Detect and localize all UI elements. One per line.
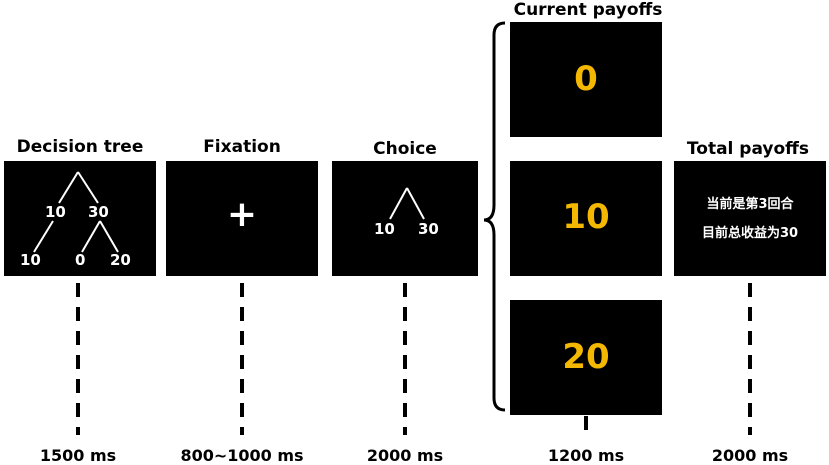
choice-screen: 10 30: [332, 161, 478, 276]
choice-branches: [389, 187, 425, 220]
fixation-cross: +: [226, 194, 258, 235]
payoff-value-20: 20: [562, 337, 610, 377]
decision-tree-branches: [33, 171, 119, 253]
payoff-value-10: 10: [562, 197, 610, 237]
total-payoffs-timeline: [748, 283, 752, 435]
choice-left-value: 10: [374, 220, 395, 238]
decision-tree-title: Decision tree: [16, 137, 144, 157]
decision-tree-duration: 1500 ms: [39, 446, 117, 465]
tree-bottom-middle-value: 0: [75, 251, 86, 269]
payoff-screen-0: 0: [510, 22, 662, 137]
payoff-screen-10: 10: [510, 161, 662, 276]
decision-tree-timeline: [76, 283, 80, 435]
total-earnings-text: 目前总收益为30: [701, 226, 799, 241]
fixation-screen: +: [166, 161, 318, 276]
fixation-title: Fixation: [203, 137, 281, 157]
total-payoffs-screen: 当前是第3回合 目前总收益为30: [674, 161, 826, 276]
choice-title: Choice: [373, 139, 437, 159]
total-payoffs-duration: 2000 ms: [711, 446, 789, 465]
choice-right-value: 30: [418, 220, 439, 238]
payoffs-timeline: [584, 416, 588, 436]
tree-top-right-value: 30: [88, 203, 109, 221]
tree-bottom-left-value: 10: [20, 251, 41, 269]
current-payoffs-title: Current payoffs: [513, 0, 663, 20]
decision-tree-screen: 10 30 10 0 20: [4, 161, 156, 276]
round-text: 当前是第3回合: [706, 197, 794, 212]
total-payoffs-title: Total payoffs: [686, 139, 810, 159]
tree-top-left-value: 10: [45, 203, 66, 221]
payoffs-duration: 1200 ms: [547, 446, 625, 465]
fixation-timeline: [240, 283, 244, 435]
tree-bottom-right-value: 20: [110, 251, 131, 269]
payoff-screen-20: 20: [510, 300, 662, 415]
payoff-value-0: 0: [574, 59, 598, 99]
choice-timeline: [403, 283, 407, 435]
choice-duration: 2000 ms: [366, 446, 444, 465]
fixation-duration: 800~1000 ms: [180, 446, 304, 465]
